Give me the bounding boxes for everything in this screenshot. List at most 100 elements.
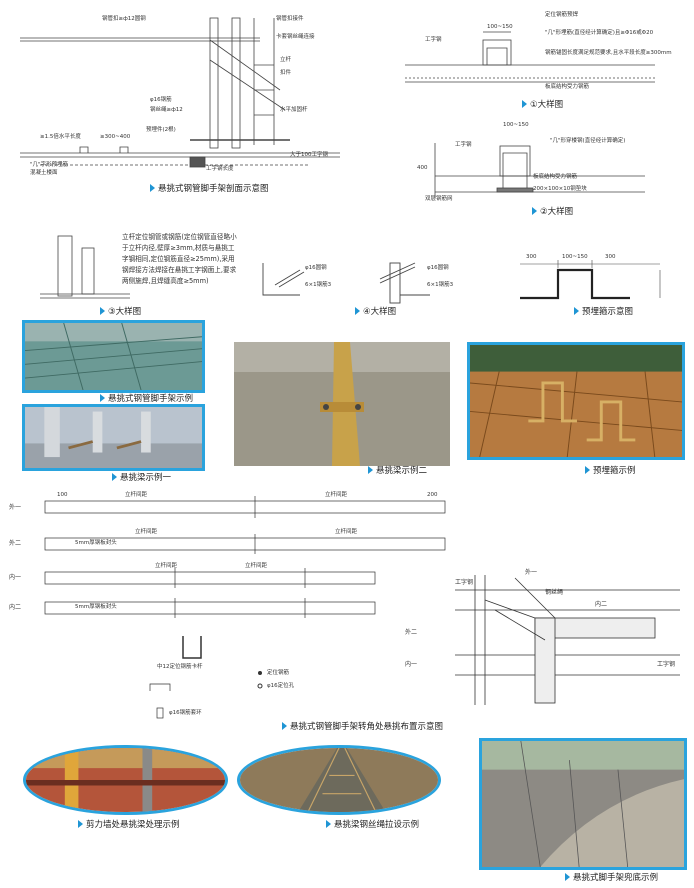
- fig1-label: ≥1.5倍水平长度: [40, 134, 81, 140]
- caption-marker-icon: [355, 307, 360, 315]
- fig6-label: 300: [526, 254, 537, 260]
- caption-text: ②大样图: [540, 207, 574, 217]
- caption-text: ①大样图: [530, 100, 564, 110]
- caption-marker-icon: [532, 207, 537, 215]
- detail-4-drawing: φ16圆钢 6×1钢筋3 φ16圆钢 6×1钢筋3: [255, 255, 495, 310]
- caption-text: 悬挑式钢管脚手架示例: [108, 394, 194, 404]
- fig2-caption: ①大样图: [522, 100, 563, 110]
- corner-label: 内一: [405, 661, 418, 668]
- caption-text: ④大样图: [363, 307, 397, 317]
- fig4-text: 立杆定位钢管或钢筋(定位钢管直径略小于立杆内径,壁厚≥3mm,材质与悬挑工字钢相…: [122, 233, 237, 285]
- plan-label: 5mm厚钢板封头: [75, 604, 117, 610]
- photo4-caption: 预埋箍示例: [585, 466, 636, 476]
- plan-label: φ16钢筋套环: [169, 710, 202, 716]
- caption-text: 预埋箍示意图: [582, 307, 634, 317]
- corner-label: 内二: [595, 601, 608, 608]
- photo1-caption: 悬挑式钢管脚手架示例: [100, 394, 193, 404]
- fig3-label: 200×100×10钢垫块: [533, 186, 587, 192]
- fig1-label: 大于100工字钢: [290, 152, 328, 158]
- photo2-caption: 悬挑梁示例一: [112, 473, 171, 483]
- photo-shear-wall-example: [23, 745, 228, 815]
- plan-label: 定位钢筋: [267, 670, 290, 676]
- caption-text: 悬挑梁钢丝绳拉设示例: [334, 820, 420, 830]
- plan-caption: 悬挑式钢管脚手架转角处悬挑布置示意图: [282, 722, 443, 732]
- fig1-label: 工字钢长度: [206, 166, 234, 172]
- caption-text: 悬挑式钢管脚手架转角处悬挑布置示意图: [290, 722, 444, 732]
- fig1-label: φ16钢筋: [150, 97, 172, 103]
- caption-text: 剪力墙处悬挑梁处理示例: [86, 820, 180, 830]
- caption-marker-icon: [150, 184, 155, 192]
- fig1-label: 预埋件(2根): [146, 127, 176, 133]
- caption-text: 悬挑式钢管脚手架剖面示意图: [158, 184, 269, 194]
- plan-label: 立杆间距: [135, 529, 158, 535]
- fig5-label: φ16圆钢: [305, 265, 327, 271]
- fig2-label: 定位钢筋预焊: [545, 12, 579, 18]
- photo-scaffold-example: [22, 320, 205, 393]
- photo-cantilever-example-2: [234, 342, 450, 466]
- fig1-label: 水平加固杆: [280, 107, 308, 113]
- fig1-label: 立杆: [280, 57, 292, 63]
- fig1-label: ≥300~400: [100, 134, 131, 140]
- caption-text: 悬挑梁示例一: [120, 473, 172, 483]
- fig3-label: 板底结构受力钢筋: [533, 174, 578, 180]
- fig2-label: "几"形埋筋(直径经计算确定)且≥Φ16或Φ20: [545, 30, 654, 36]
- photo-wire-rope-example: [237, 745, 441, 815]
- plan-label: 5mm厚钢板封头: [75, 540, 117, 546]
- fig5-caption: ④大样图: [355, 307, 396, 317]
- photo-embedded-hoop-example: [467, 342, 685, 460]
- fig2-label: 钢筋锚固长度满足规范要求,且水平段长度≥300mm: [545, 50, 672, 56]
- corner-label: 钢丝绳: [545, 589, 564, 596]
- caption-marker-icon: [522, 100, 527, 108]
- plan-label: 立杆间距: [325, 492, 348, 498]
- caption-marker-icon: [282, 722, 287, 730]
- caption-marker-icon: [574, 307, 579, 315]
- fig6-caption: 预埋箍示意图: [574, 307, 633, 317]
- photo5-caption: 剪力墙处悬挑梁处理示例: [78, 820, 180, 830]
- caption-marker-icon: [100, 394, 105, 402]
- plan-label: 中12定位钢筋卡杆: [157, 664, 203, 670]
- detail-1-drawing: 100~150 工字钢 定位钢筋预焊 "几"形埋筋(直径经计算确定)且≥Φ16或…: [395, 10, 685, 100]
- fig5-label: φ16圆钢: [427, 265, 449, 271]
- plan-label: 立杆间距: [125, 492, 148, 498]
- hoop-drawing: 300 100~150 300: [510, 254, 685, 308]
- caption-marker-icon: [78, 820, 83, 828]
- fig5-label: 6×1钢筋3: [305, 282, 332, 288]
- detail-2-drawing: 100~150 工字钢 "几"形穿楼钢(直径经计算确定) 双层钢筋网 板底结构受…: [415, 118, 685, 206]
- fig2-label: 100~150: [487, 24, 513, 30]
- caption-text: 预埋箍示例: [593, 466, 636, 476]
- plan-label: 立杆间距: [245, 563, 268, 569]
- photo6-caption: 悬挑梁钢丝绳拉设示例: [326, 820, 419, 830]
- fig1-label: "几"字形预埋筋: [30, 162, 69, 168]
- plan-label: 立杆间距: [155, 563, 178, 569]
- fig1-label: 混凝土楼面: [30, 170, 58, 176]
- plan-label: 内一: [9, 574, 22, 581]
- plan-label: 外一: [9, 504, 22, 511]
- fig1-label: 卡套钢丝绳连接: [276, 34, 315, 40]
- corner-label: 工字钢: [455, 579, 474, 586]
- fig1-label: 钢管扣接件: [276, 16, 304, 22]
- photo-cantilever-example-1: [22, 404, 205, 471]
- caption-marker-icon: [368, 466, 373, 474]
- fig4-caption: ③大样图: [100, 307, 141, 317]
- plan-label: φ16定位孔: [267, 683, 295, 689]
- caption-marker-icon: [112, 473, 117, 481]
- photo7-caption: 悬挑式脚手架兜底示例: [565, 873, 658, 883]
- fig3-label: 400: [417, 165, 428, 171]
- fig2-label: 板底结构受力钢筋: [545, 84, 590, 90]
- plan-label: 外二: [9, 540, 22, 547]
- plan-label: 立杆间距: [335, 529, 358, 535]
- fig3-label: "几"形穿楼钢(直径经计算确定): [550, 138, 626, 144]
- caption-text: 悬挑式脚手架兜底示例: [573, 873, 659, 883]
- plan-label: 内二: [9, 604, 22, 611]
- corner-label: 工字钢: [657, 661, 676, 668]
- photo-bottom-enclosure-example: [479, 738, 687, 870]
- fig5-label: 6×1钢筋3: [427, 282, 454, 288]
- fig3-label: 工字钢: [455, 142, 472, 148]
- fig3-caption: ②大样图: [532, 207, 573, 217]
- caption-marker-icon: [100, 307, 105, 315]
- caption-marker-icon: [326, 820, 331, 828]
- caption-marker-icon: [565, 873, 570, 881]
- fig3-label: 100~150: [503, 122, 529, 128]
- photo3-caption: 悬挑梁示例二: [368, 466, 427, 476]
- corner-label: 外一: [525, 569, 538, 576]
